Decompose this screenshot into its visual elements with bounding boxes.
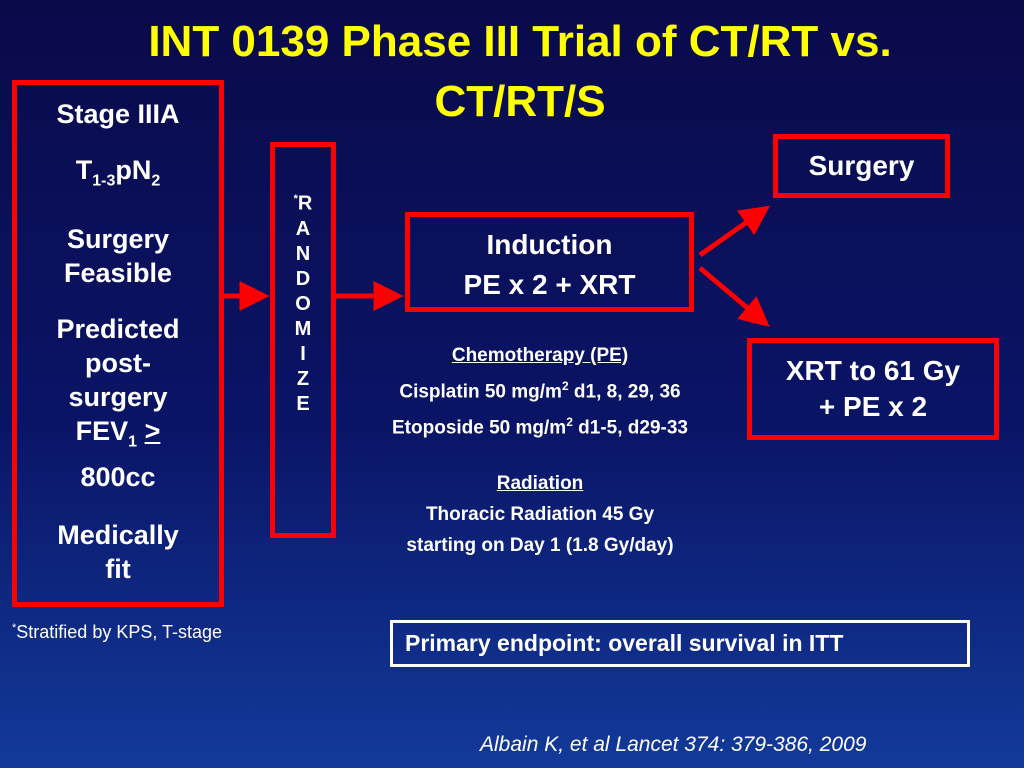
- radiation-schedule: starting on Day 1 (1.8 Gy/day): [406, 535, 674, 556]
- radiation-heading: Radiation: [496, 473, 584, 494]
- radiation-details: Radiation Thoracic Radiation 45 Gy start…: [330, 468, 750, 561]
- randomize-label: *R A N D O M I Z E: [293, 192, 313, 415]
- primary-endpoint-box: Primary endpoint: overall survival in IT…: [390, 620, 970, 667]
- eligibility-box: Stage IIIA T1-3pN2 Surgery Feasible Pred…: [12, 80, 224, 607]
- surgery-arm-box: Surgery: [773, 134, 950, 198]
- induction-regimen: PE x 2 + XRT: [463, 269, 636, 300]
- tnm-label: T1-3pN2: [75, 155, 161, 190]
- stage-label: Stage IIIA: [56, 99, 180, 129]
- induction-label: Induction: [486, 229, 613, 260]
- arrow-induction-to-surgery: [698, 205, 771, 258]
- radiation-dose: Thoracic Radiation 45 Gy: [425, 504, 655, 525]
- xrt-arm-line2: + PE x 2: [818, 391, 928, 422]
- cisplatin-dose: Cisplatin 50 mg/m2 d1, 8, 29, 36: [399, 379, 681, 403]
- etoposide-dose: Etoposide 50 mg/m2 d1-5, d29-33: [392, 415, 688, 439]
- surgery-feasible-label: Surgery Feasible: [63, 224, 173, 289]
- stratification-footnote: *Stratified by KPS, T-stage: [12, 622, 223, 642]
- xrt-arm-box: XRT to 61 Gy + PE x 2: [747, 338, 999, 440]
- arrow-induction-to-xrt: [698, 266, 770, 327]
- induction-box: Induction PE x 2 + XRT: [405, 212, 694, 312]
- fev-criteria: Predicted post- surgery FEV1 > 800cc: [56, 314, 180, 492]
- medically-fit-label: Medically fit: [57, 519, 179, 584]
- chemotherapy-details: Chemotherapy (PE) Cisplatin 50 mg/m2 d1,…: [330, 340, 750, 444]
- chemotherapy-heading: Chemotherapy (PE): [451, 345, 629, 366]
- citation: Albain K, et al Lancet 374: 379-386, 200…: [480, 733, 867, 756]
- xrt-arm-line1: XRT to 61 Gy: [785, 355, 961, 386]
- slide-title: INT 0139 Phase III Trial of CT/RT vs. CT…: [148, 17, 892, 126]
- randomize-box: *R A N D O M I Z E: [270, 142, 336, 538]
